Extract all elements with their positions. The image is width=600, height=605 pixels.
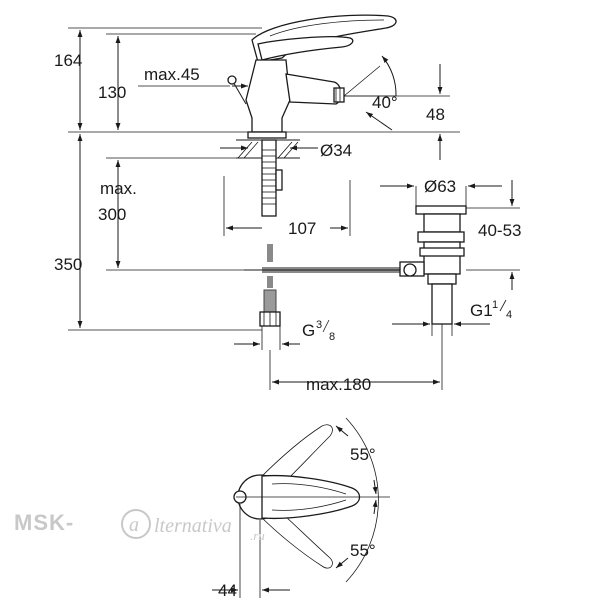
label-angle-40: 40°: [372, 93, 398, 112]
svg-text:4: 4: [506, 309, 512, 321]
watermark-script: lternativa: [154, 515, 232, 537]
label-300: 300: [98, 205, 126, 224]
faucet-body: [245, 59, 291, 133]
side-view: [227, 14, 467, 327]
label-44: 44: [218, 581, 237, 600]
label-350: 350: [54, 255, 82, 274]
label-angle-55-top: 55°: [350, 445, 376, 464]
dimension-lines: [68, 27, 520, 390]
svg-text:G1: G1: [470, 301, 493, 320]
label-48: 48: [426, 105, 445, 124]
watermark-suffix: .ru: [250, 528, 265, 543]
svg-text:a: a: [129, 514, 139, 536]
watermark-prefix: MSK-: [14, 510, 74, 535]
label-max45: max.45: [144, 65, 200, 84]
dimension-labels: 164 130 max.45 40° 48 Ø34 max. 300 Ø63 1…: [54, 51, 521, 600]
label-g-3-8: G 3 8: [302, 319, 335, 343]
svg-text:1: 1: [492, 299, 498, 311]
label-164: 164: [54, 51, 82, 70]
label-40-53: 40-53: [478, 221, 521, 240]
top-view: [212, 417, 390, 598]
label-g1-1-4: G1 1 4: [470, 299, 512, 321]
spout: [285, 73, 342, 105]
svg-text:G: G: [302, 321, 315, 340]
label-107: 107: [288, 219, 316, 238]
label-130: 130: [98, 83, 126, 102]
label-angle-55-bottom: 55°: [350, 541, 376, 560]
watermark: MSK- a lternativa .ru: [14, 509, 265, 543]
watermark-at-icon: [121, 509, 151, 539]
label-dia34: Ø34: [320, 141, 352, 160]
svg-text:3: 3: [316, 319, 322, 331]
svg-text:8: 8: [329, 331, 335, 343]
label-max180: max.180: [306, 375, 371, 394]
label-dia63: Ø63: [424, 177, 456, 196]
label-max: max.: [100, 179, 137, 198]
